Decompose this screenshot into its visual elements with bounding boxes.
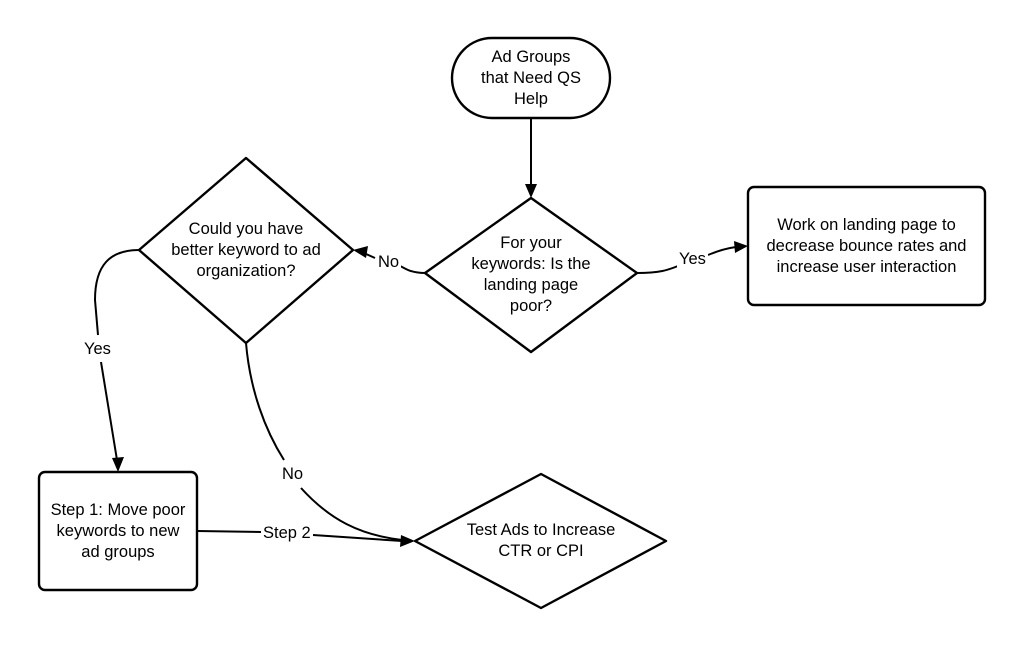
edge-label-landing-yes: Yes bbox=[677, 250, 708, 268]
landing-decision-label: For your keywords: Is the landing page p… bbox=[471, 234, 591, 315]
landing-decision-shape bbox=[423, 196, 639, 354]
test-ads-label: Test Ads to Increase CTR or CPI bbox=[466, 521, 616, 560]
arrowhead-organization-decision bbox=[353, 246, 368, 258]
start-node-label: Ad Groups that Need QS Help bbox=[481, 47, 581, 108]
start-terminator-shape bbox=[450, 36, 612, 120]
edge-landing-no-2 bbox=[365, 253, 376, 259]
arrowhead-landing-decision bbox=[525, 184, 537, 198]
edge-label-organization-no: No bbox=[280, 465, 306, 483]
edge-organization-yes-2 bbox=[100, 361, 118, 461]
edge-step2 bbox=[196, 530, 263, 533]
edge-organization-no-2 bbox=[300, 487, 403, 541]
arrowhead-test-ads-no bbox=[400, 535, 415, 547]
arrowhead-step1 bbox=[112, 457, 124, 472]
edge-landing-no bbox=[399, 265, 426, 274]
edge-label-step2: Step 2 bbox=[261, 524, 313, 542]
organization-decision-label: Could you have better keyword to ad orga… bbox=[171, 219, 321, 280]
test-ads-shape bbox=[413, 472, 668, 610]
edge-organization-no bbox=[245, 342, 285, 461]
edge-label-organization-yes: Yes bbox=[82, 340, 113, 358]
edge-landing-yes-2 bbox=[707, 246, 737, 256]
landing-action-shape bbox=[746, 185, 987, 307]
organization-decision-shape bbox=[137, 156, 355, 345]
edge-step2-2 bbox=[312, 534, 403, 542]
edge-label-landing-no: No bbox=[376, 253, 402, 271]
arrowhead-landing-action bbox=[734, 241, 748, 253]
edge-landing-yes bbox=[636, 265, 679, 274]
step1-action-shape bbox=[37, 470, 199, 592]
edge-organization-yes bbox=[93, 249, 140, 336]
landing-action-label: Work on landing page to decrease bounce … bbox=[766, 215, 967, 276]
step1-action-label: Step 1: Move poor keywords to new ad gro… bbox=[50, 500, 186, 561]
